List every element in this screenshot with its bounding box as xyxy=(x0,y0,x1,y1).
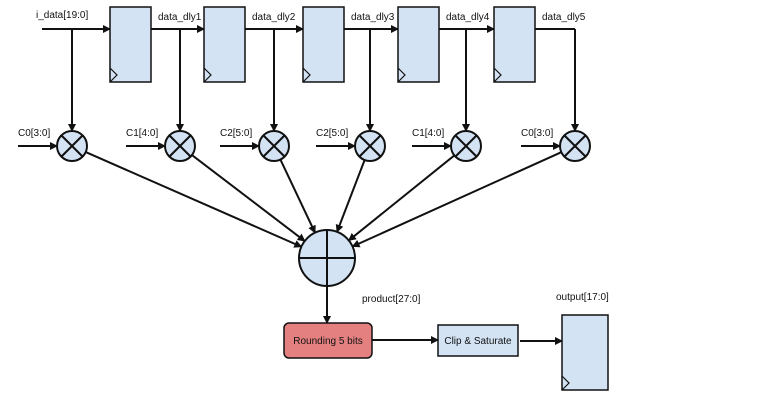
multiplier-cross xyxy=(168,134,192,158)
delay-register-1 xyxy=(109,6,152,83)
multiplier-cross xyxy=(358,134,382,158)
delay-label-1: data_dly1 xyxy=(158,12,202,23)
delay-label-5: data_dly5 xyxy=(542,12,586,23)
rounding-label: Rounding 5 bits xyxy=(293,336,363,347)
multiplier-cross xyxy=(454,134,478,158)
coefficient-label-5: C0[3:0] xyxy=(521,128,553,139)
delay-register-2 xyxy=(203,6,246,83)
clock-edge-icon xyxy=(302,67,311,83)
coefficient-label-2: C2[5:0] xyxy=(220,128,252,139)
product-label: product[27:0] xyxy=(362,294,421,305)
delay-register-5 xyxy=(493,6,536,83)
delay-label-3: data_dly3 xyxy=(351,12,395,23)
delay-register-4 xyxy=(397,6,440,83)
clock-edge-icon xyxy=(493,67,502,83)
coefficient-label-0: C0[3:0] xyxy=(18,128,50,139)
sum-arrow-1 xyxy=(191,154,306,242)
sum-arrow-3 xyxy=(335,159,366,233)
sum-arrow-5 xyxy=(351,151,562,248)
coefficient-label-4: C1[4:0] xyxy=(412,128,444,139)
clock-edge-icon xyxy=(203,67,212,83)
output-label: output[17:0] xyxy=(556,292,609,303)
input-label: i_data[19:0] xyxy=(36,10,88,21)
delay-label-4: data_dly4 xyxy=(446,12,490,23)
sum-arrow-4 xyxy=(348,154,455,242)
clip-saturate-block xyxy=(437,324,519,357)
multiplier-cross xyxy=(563,134,587,158)
delay-label-2: data_dly2 xyxy=(252,12,296,23)
coefficient-label-3: C2[5:0] xyxy=(316,128,348,139)
clock-edge-icon xyxy=(561,375,570,391)
multiplier-cross xyxy=(60,134,84,158)
delay-register-3 xyxy=(302,6,345,83)
clock-edge-icon xyxy=(109,67,118,83)
sum-arrow-0 xyxy=(85,151,303,248)
multiplier-cross xyxy=(262,134,286,158)
coefficient-label-1: C1[4:0] xyxy=(126,128,158,139)
clock-edge-icon xyxy=(397,67,406,83)
output-register xyxy=(561,314,609,391)
clip-saturate-label: Clip & Saturate xyxy=(444,336,512,347)
sum-arrow-2 xyxy=(279,159,316,234)
